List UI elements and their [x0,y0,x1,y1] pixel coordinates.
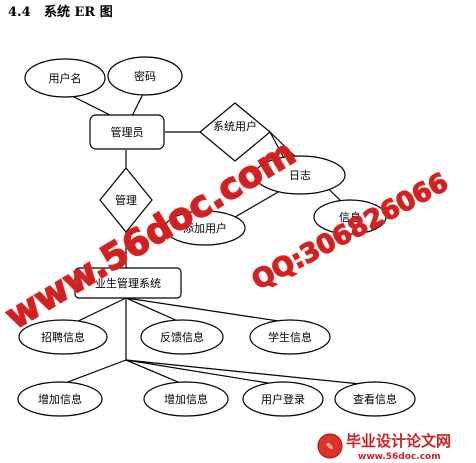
attribute-add-info-2: 增加信息 [143,381,229,417]
footer-logo: ✎ 毕业设计论文网 www.56doc.com [317,432,451,462]
attribute-student-self: 信息 [313,199,387,235]
section-title: 系统 ER 图 [44,4,113,20]
entity-admin: 管理员 [89,114,165,150]
entity-system-label: 业生管理系统 [95,276,161,290]
attribute-user-login-label: 用户登录 [261,392,305,406]
relation-system-user-label: 系统用户 [213,119,257,133]
attribute-feedback-info-label: 反馈信息 [160,330,204,344]
attribute-feedback-info: 反馈信息 [140,319,224,355]
attribute-add-user: 添加用户 [164,210,246,246]
attribute-view-info-label: 查看信息 [353,392,397,406]
attribute-log-label: 日志 [289,169,311,182]
attribute-username: 用户名 [24,58,106,98]
footer-logo-url: www.56doc.com [358,452,441,462]
attribute-add-info-1: 增加信息 [17,381,103,417]
attribute-password-label: 密码 [134,69,156,83]
entity-system: 业生管理系统 [74,267,182,299]
attribute-add-user-label: 添加用户 [183,221,227,235]
relation-manage-label: 管理 [115,193,137,207]
relation-system-user: 系统用户 [199,102,271,162]
attribute-log: 日志 [254,155,346,195]
watermark-site-text: www.56doc.com [0,132,303,337]
attribute-student-info: 学生信息 [249,319,331,355]
attribute-recruit-info-label: 招聘信息 [41,330,85,344]
attribute-add-info-2-label: 增加信息 [164,392,208,406]
attribute-view-info: 查看信息 [334,381,416,417]
attribute-password: 密码 [107,56,183,96]
attribute-user-login: 用户登录 [242,381,324,417]
watermark-site: www.56doc.com [0,132,304,339]
attribute-add-info-1-label: 增加信息 [38,392,82,406]
footer-logo-title: 毕业设计论文网 [346,432,451,450]
attribute-recruit-info: 招聘信息 [18,319,108,355]
entity-admin-label: 管理员 [111,125,144,139]
attribute-student-info-label: 学生信息 [268,330,312,344]
relation-manage: 管理 [99,167,153,233]
section-number: 4.4 [8,5,31,20]
attribute-username-label: 用户名 [49,71,82,85]
attribute-student-self-label: 信息 [339,210,361,224]
footer-logo-icon: ✎ [326,442,334,453]
